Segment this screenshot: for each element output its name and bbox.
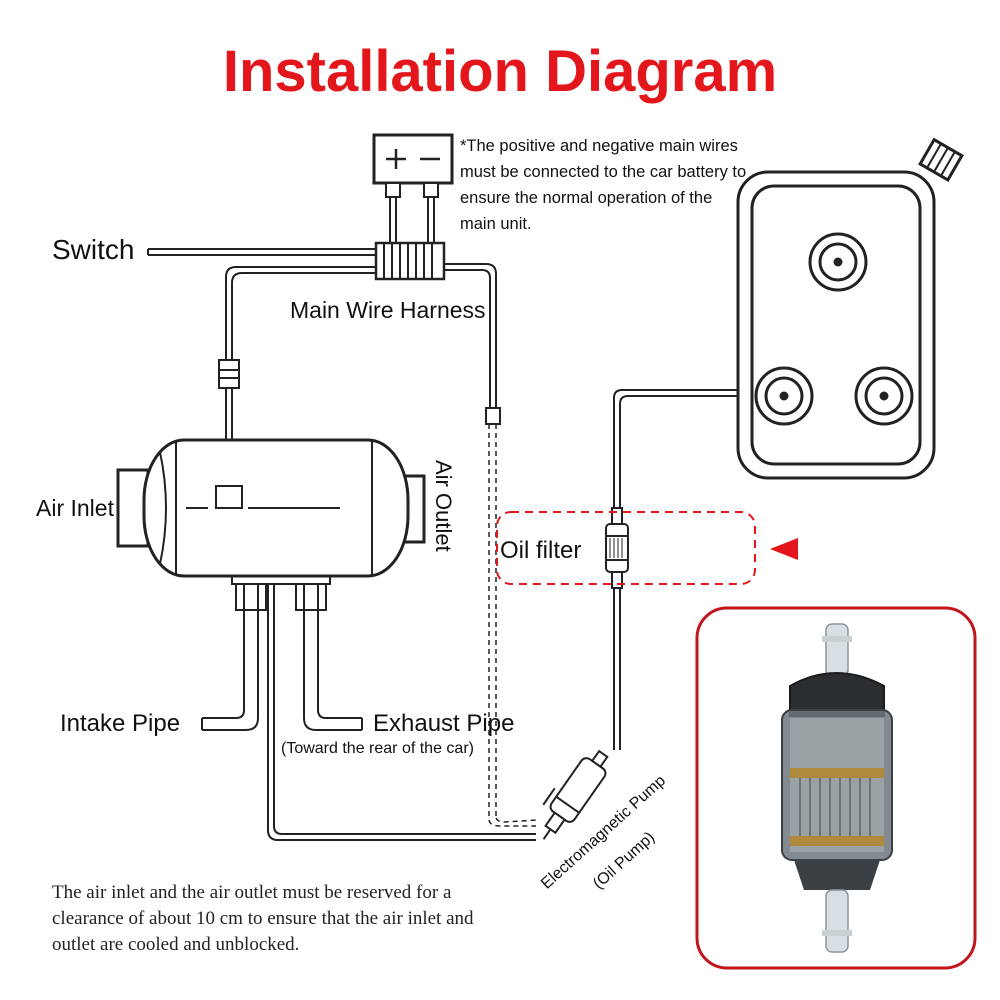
clearance-note: The air inlet and the air outlet must be… bbox=[52, 882, 474, 955]
exhaust-pipe bbox=[295, 583, 363, 731]
intake-pipe-label: Intake Pipe bbox=[60, 710, 181, 737]
air-inlet-label: Air Inlet bbox=[36, 495, 114, 521]
oil-filter-small-icon bbox=[605, 507, 629, 589]
heater-unit-icon bbox=[116, 438, 426, 585]
pointer-arrow-icon bbox=[770, 538, 798, 560]
battery-note: *The positive and negative main wires mu… bbox=[460, 137, 747, 233]
battery-icon bbox=[372, 133, 454, 245]
fuel-tank-icon bbox=[736, 137, 964, 480]
main-wire-harness-label: Main Wire Harness bbox=[290, 297, 486, 323]
switch-wire bbox=[147, 248, 378, 256]
fuel-line-heater bbox=[267, 584, 536, 841]
air-outlet-label: Air Outlet bbox=[431, 460, 456, 552]
harness-wire-right bbox=[444, 263, 539, 827]
oil-filter-highlight bbox=[496, 511, 756, 585]
exhaust-note-label: (Toward the rear of the car) bbox=[281, 740, 474, 757]
oil-filter-label: Oil filter bbox=[500, 537, 582, 564]
switch-label: Switch bbox=[52, 234, 135, 265]
harness-wire-left bbox=[218, 266, 376, 488]
harness-connector-icon bbox=[374, 241, 446, 281]
oil-filter-photo-icon bbox=[781, 623, 893, 953]
exhaust-pipe-label: Exhaust Pipe bbox=[373, 710, 515, 737]
intake-pipe bbox=[201, 583, 267, 731]
diagram-title: Installation Diagram bbox=[222, 39, 778, 104]
oil-pump-icon bbox=[542, 749, 609, 840]
